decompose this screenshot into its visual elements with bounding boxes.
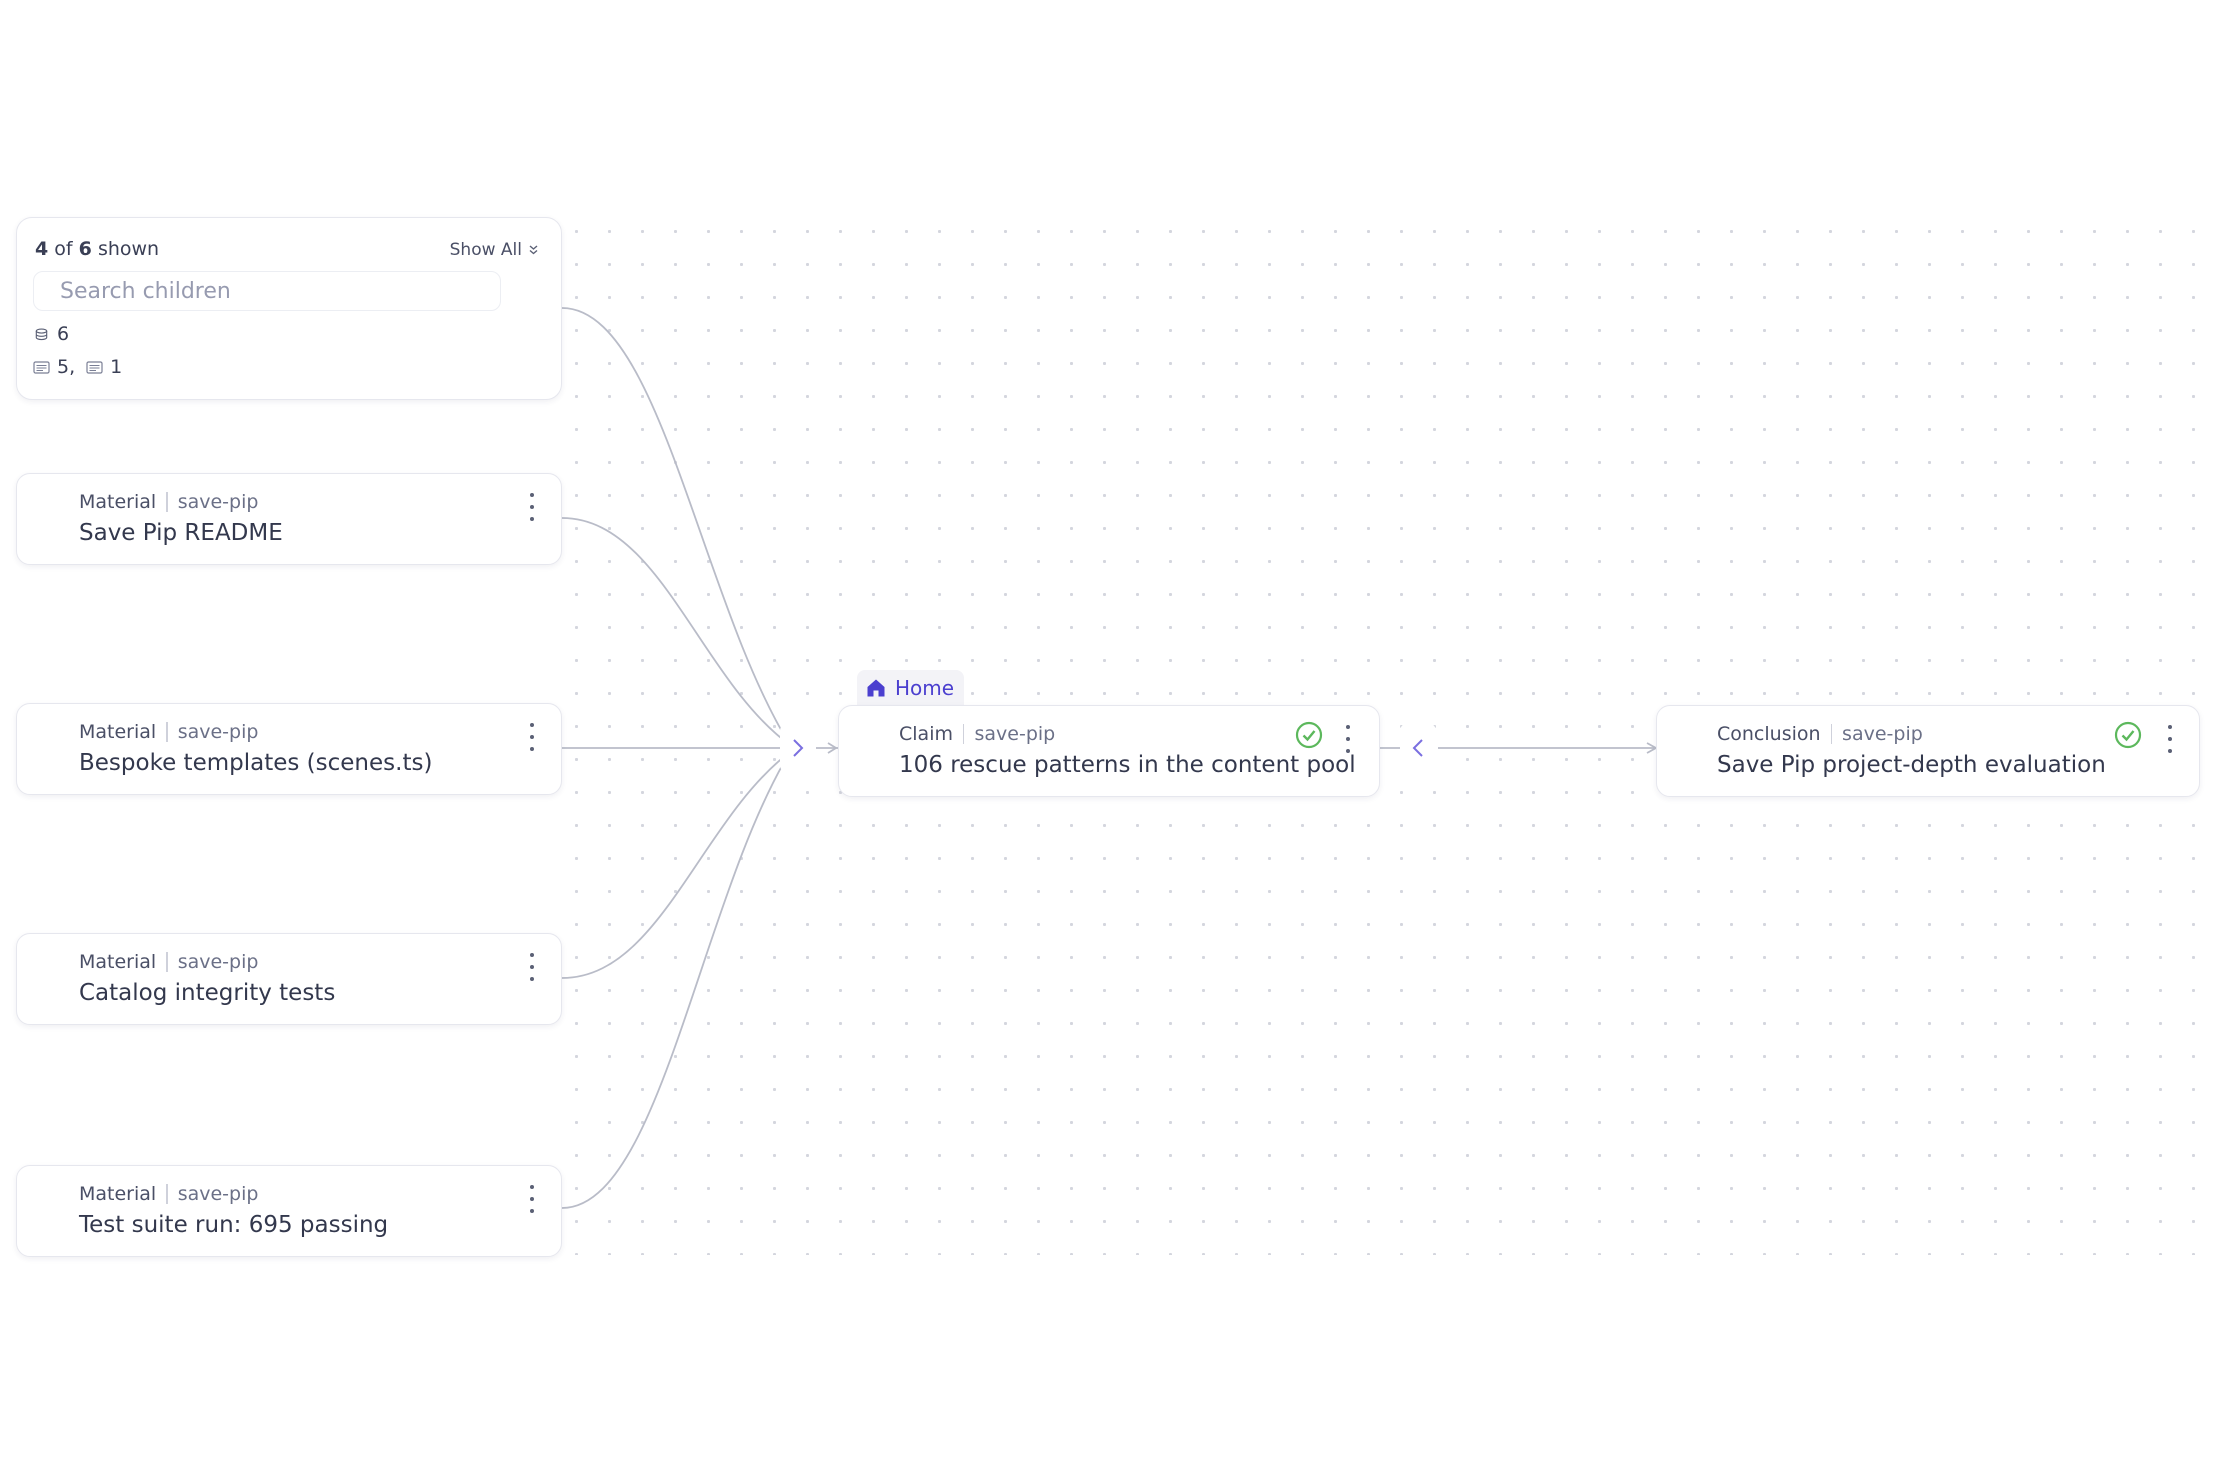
more-options-icon[interactable] [1339,722,1357,756]
more-options-icon[interactable] [523,950,541,984]
material-type-count: 5, [57,356,76,378]
meta-separator [166,952,168,972]
material-node-readme[interactable]: Material save-pip Save Pip README [16,473,562,565]
more-options-icon[interactable] [523,720,541,754]
node-meta: Material save-pip [79,721,258,743]
node-project-label: save-pip [177,951,259,973]
home-icon [867,679,885,697]
expand-children-toggle[interactable] [780,723,816,773]
meta-separator [166,492,168,512]
node-project-label: save-pip [177,721,259,743]
material-type-icon [33,360,50,374]
verified-check-icon [2114,721,2142,749]
node-type-label: Material [79,491,157,513]
claim-type-count: 1 [110,356,123,378]
children-group-card: 4 of 6 shown Show All 6 5, [16,217,562,400]
total-children-stat: 6 [33,323,69,345]
more-options-icon[interactable] [523,1182,541,1216]
node-type-label: Material [79,721,157,743]
meta-separator [1830,724,1833,744]
node-project-label: save-pip [1842,723,1923,745]
more-options-icon[interactable] [523,490,541,524]
material-node-catalog[interactable]: Material save-pip Catalog integrity tests [16,933,562,1025]
meta-separator [166,1184,168,1204]
meta-separator [962,724,965,744]
node-title: Catalog integrity tests [79,980,336,1006]
expand-parents-toggle[interactable] [1400,723,1436,773]
node-project-label: save-pip [177,1183,259,1205]
node-title: Test suite run: 695 passing [79,1212,389,1238]
node-title: Save Pip README [79,520,283,546]
home-tab[interactable]: Home [857,670,965,706]
chevron-left-icon [1412,739,1423,757]
node-project-label: save-pip [177,491,259,513]
node-title: Save Pip project-depth evaluation [1717,752,2106,778]
verified-check-icon [1295,721,1323,749]
node-type-label: Material [79,1183,157,1205]
claim-node[interactable]: Claim save-pip 106 rescue patterns in the… [838,705,1380,797]
meta-separator [166,722,168,742]
chevron-right-icon [793,739,804,757]
material-node-testsuite[interactable]: Material save-pip Test suite run: 695 pas… [16,1165,562,1257]
node-meta: Material save-pip [79,1183,258,1205]
node-type-label: Material [79,951,157,973]
node-type-label: Claim [899,723,953,745]
node-meta: Conclusion save-pip [1717,723,1923,745]
claim-type-icon [86,360,103,374]
children-type-stats: 5, 1 [33,356,122,378]
node-type-label: Conclusion [1717,723,1821,745]
material-node-templates[interactable]: Material save-pip Bespoke templates (scen… [16,703,562,795]
total-children-count: 6 [57,323,70,345]
shown-count-label: 4 of 6 shown [35,238,160,260]
home-tab-label: Home [895,676,955,700]
show-all-button[interactable]: Show All [450,240,539,260]
chevrons-down-icon [529,245,538,255]
node-meta: Claim save-pip [899,723,1055,745]
node-meta: Material save-pip [79,951,258,973]
search-children-input[interactable] [33,271,501,311]
show-all-label: Show All [449,240,522,260]
node-title: 106 rescue patterns in the content pool [899,752,1356,778]
node-project-label: save-pip [974,723,1056,745]
node-meta: Material save-pip [79,491,258,513]
conclusion-node[interactable]: Conclusion save-pip Save Pip project-dept… [1656,705,2200,797]
more-options-icon[interactable] [2161,722,2179,756]
node-title: Bespoke templates (scenes.ts) [79,750,433,776]
database-icon [35,327,48,340]
